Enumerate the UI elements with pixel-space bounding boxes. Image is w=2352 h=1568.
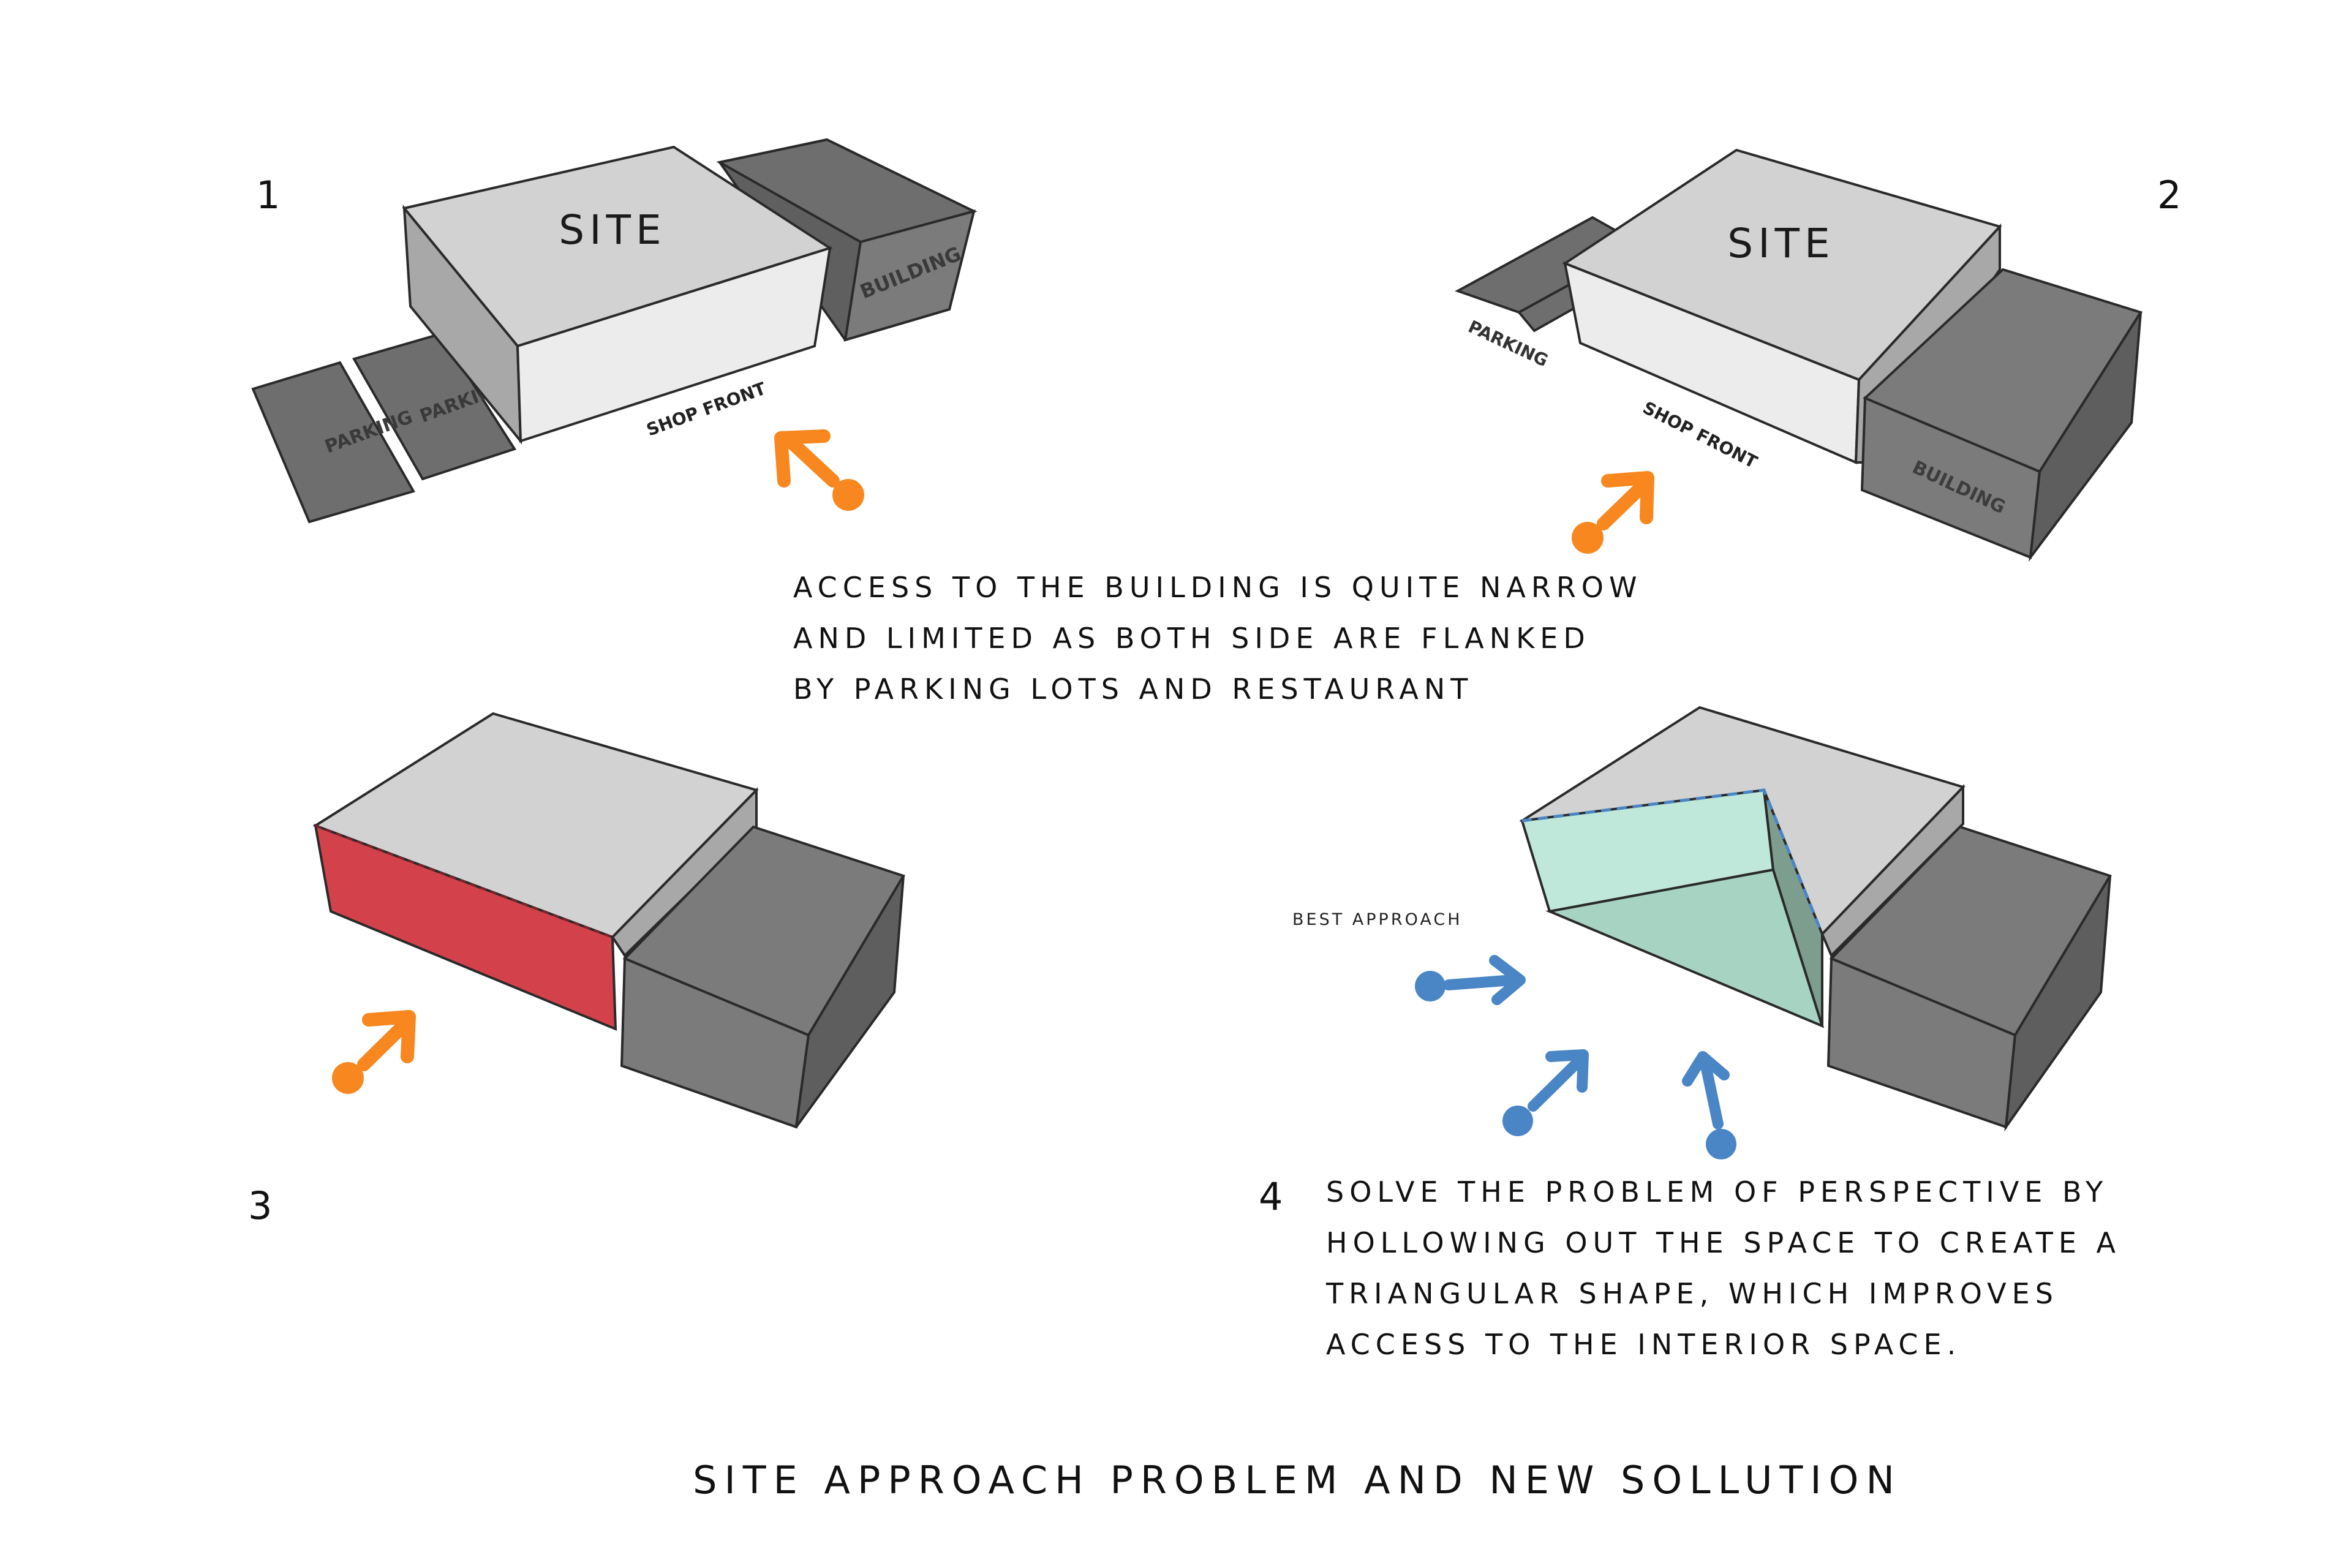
solution-line: HOLLOWING OUT THE SPACE TO CREATE A (1326, 1226, 2121, 1259)
problem-description: ACCESS TO THE BUILDING IS QUITE NARROW A… (793, 571, 1642, 706)
parking-lot (251, 361, 415, 524)
best-approach-arrow (1502, 1049, 1589, 1136)
solution-line: SOLVE THE PROBLEM OF PERSPECTIVE BY (1326, 1175, 2108, 1208)
approach-arrow (332, 1010, 416, 1094)
solution-line: TRIANGULAR SHAPE, WHICH IMPROVES (1325, 1277, 2059, 1310)
building-block-side (2029, 311, 2142, 562)
approach-arrow (774, 429, 864, 511)
panel-3-number: 3 (248, 1183, 272, 1228)
site-label: SITE (1727, 220, 1834, 267)
approach-arrow (1572, 471, 1654, 554)
solution-description: SOLVE THE PROBLEM OF PERSPECTIVE BY HOLL… (1325, 1175, 2121, 1361)
problem-line: AND LIMITED AS BOTH SIDE ARE FLANKED (793, 622, 1591, 655)
solution-line: ACCESS TO THE INTERIOR SPACE. (1326, 1328, 1961, 1361)
best-approach-arrow (1415, 955, 1526, 1005)
panel-1-number: 1 (256, 173, 280, 217)
hollow-cut-right-face (1763, 790, 1823, 1027)
panel-4: 4 BEST APPROACH (1259, 706, 2112, 1219)
problem-line: BY PARKING LOTS AND RESTAURANT (793, 673, 1473, 706)
site-label: SITE (559, 206, 666, 254)
site-block-side (1820, 784, 1964, 958)
panel-3: 3 (248, 712, 905, 1228)
building-block-side (2004, 875, 2111, 1132)
building-block-front (843, 209, 976, 342)
panel-2: 2 PARKING SITE SHOP FRONT BUILDING (1455, 148, 2181, 562)
panel-2-number: 2 (2157, 173, 2181, 217)
best-approach-arrow (1682, 1051, 1736, 1159)
building-block-side (795, 875, 905, 1128)
diagram-title: SITE APPROACH PROBLEM AND NEW SOLLUTION (693, 1458, 1902, 1502)
panel-4-number: 4 (1259, 1174, 1283, 1219)
parking-lot (352, 332, 517, 481)
site-block-front (516, 246, 832, 443)
best-approach-label: BEST APPROACH (1292, 910, 1463, 929)
hollow-cut-outline (1521, 788, 1824, 935)
problem-line: ACCESS TO THE BUILDING IS QUITE NARROW (793, 571, 1642, 604)
panel-1: 1 PARKING PARKING BUILDING SITE SHOP FRO… (251, 138, 978, 524)
